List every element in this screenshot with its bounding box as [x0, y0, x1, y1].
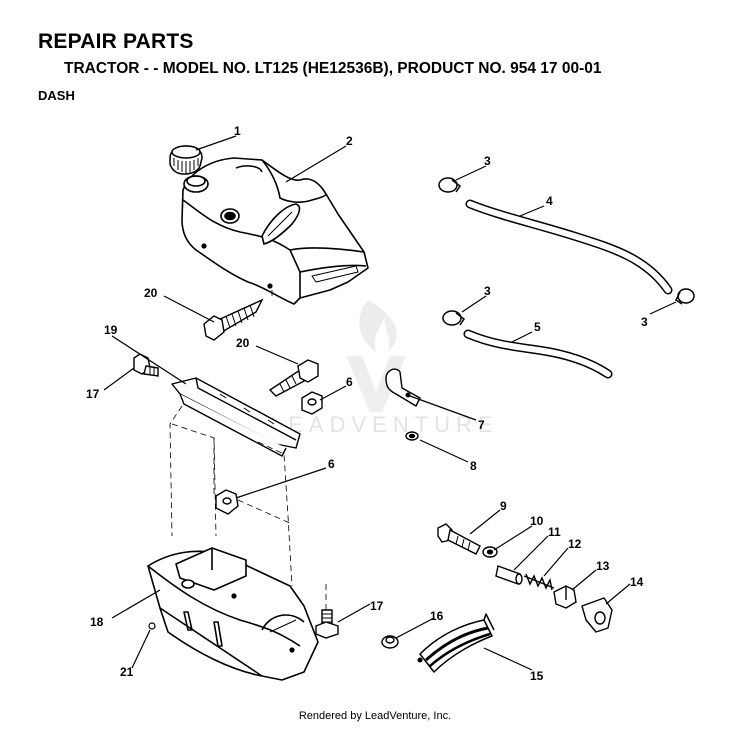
callout-3c: 3 [641, 315, 648, 329]
footer-credit: Rendered by LeadVenture, Inc. [298, 710, 452, 722]
callout-1: 1 [234, 124, 241, 138]
leader-lines [103, 135, 677, 671]
callout-20b: 20 [236, 336, 250, 350]
hose-clamps [438, 177, 695, 326]
callout-20a: 20 [144, 286, 158, 300]
bolt-lower [315, 609, 339, 639]
alignment-dashes [169, 290, 327, 612]
callout-14: 14 [630, 575, 644, 589]
callout-11: 11 [548, 525, 561, 539]
washer-10 [482, 546, 498, 558]
rivet [148, 622, 156, 630]
callout-17a: 17 [86, 387, 100, 401]
page-title: REPAIR PARTS [38, 30, 194, 53]
fastener-16 [381, 635, 399, 649]
bolt-upper [133, 353, 159, 377]
callout-labels: 1 2 3 4 3 5 3 20 19 20 6 17 7 8 6 9 10 1… [86, 124, 648, 683]
callout-19: 19 [104, 323, 118, 337]
nut-upper [301, 391, 323, 415]
lower-dash-panel [147, 547, 319, 681]
callout-3a: 3 [484, 154, 491, 168]
fuel-hose-upper [465, 199, 673, 295]
callout-6b: 6 [328, 457, 335, 471]
callout-13: 13 [596, 559, 610, 573]
model-subtitle: TRACTOR - - MODEL NO. LT125 (HE12536B), … [64, 60, 602, 77]
callout-8: 8 [470, 459, 477, 473]
washer [405, 431, 419, 441]
callout-12: 12 [568, 537, 582, 551]
screw-upper [203, 298, 264, 341]
watermark-text: LEADVENTURE [270, 412, 499, 437]
callout-17b: 17 [370, 599, 384, 613]
callout-9: 9 [500, 499, 507, 513]
stop-14 [581, 597, 613, 633]
callout-3b: 3 [484, 284, 491, 298]
bolt-9 [437, 523, 481, 555]
spacer-11 [495, 565, 523, 585]
callout-16: 16 [430, 609, 444, 623]
callout-10: 10 [530, 514, 544, 528]
callout-7: 7 [478, 418, 485, 432]
callout-15: 15 [530, 669, 544, 683]
shift-plate [417, 613, 495, 673]
dash-panel [181, 157, 369, 305]
fuel-clip [385, 368, 421, 407]
callout-18: 18 [90, 615, 104, 629]
fuel-cap [169, 145, 203, 175]
spring-12 [523, 573, 555, 591]
section-title: DASH [38, 88, 75, 103]
callout-4: 4 [546, 194, 553, 208]
screw-middle [268, 359, 319, 397]
bracket-13 [553, 585, 577, 609]
callout-2: 2 [346, 134, 353, 148]
callout-21: 21 [120, 665, 134, 679]
nut-lower [215, 489, 239, 515]
fuel-hose-lower [463, 329, 613, 379]
mounting-bracket [171, 377, 301, 457]
callout-5: 5 [534, 320, 541, 334]
callout-6a: 6 [346, 375, 353, 389]
